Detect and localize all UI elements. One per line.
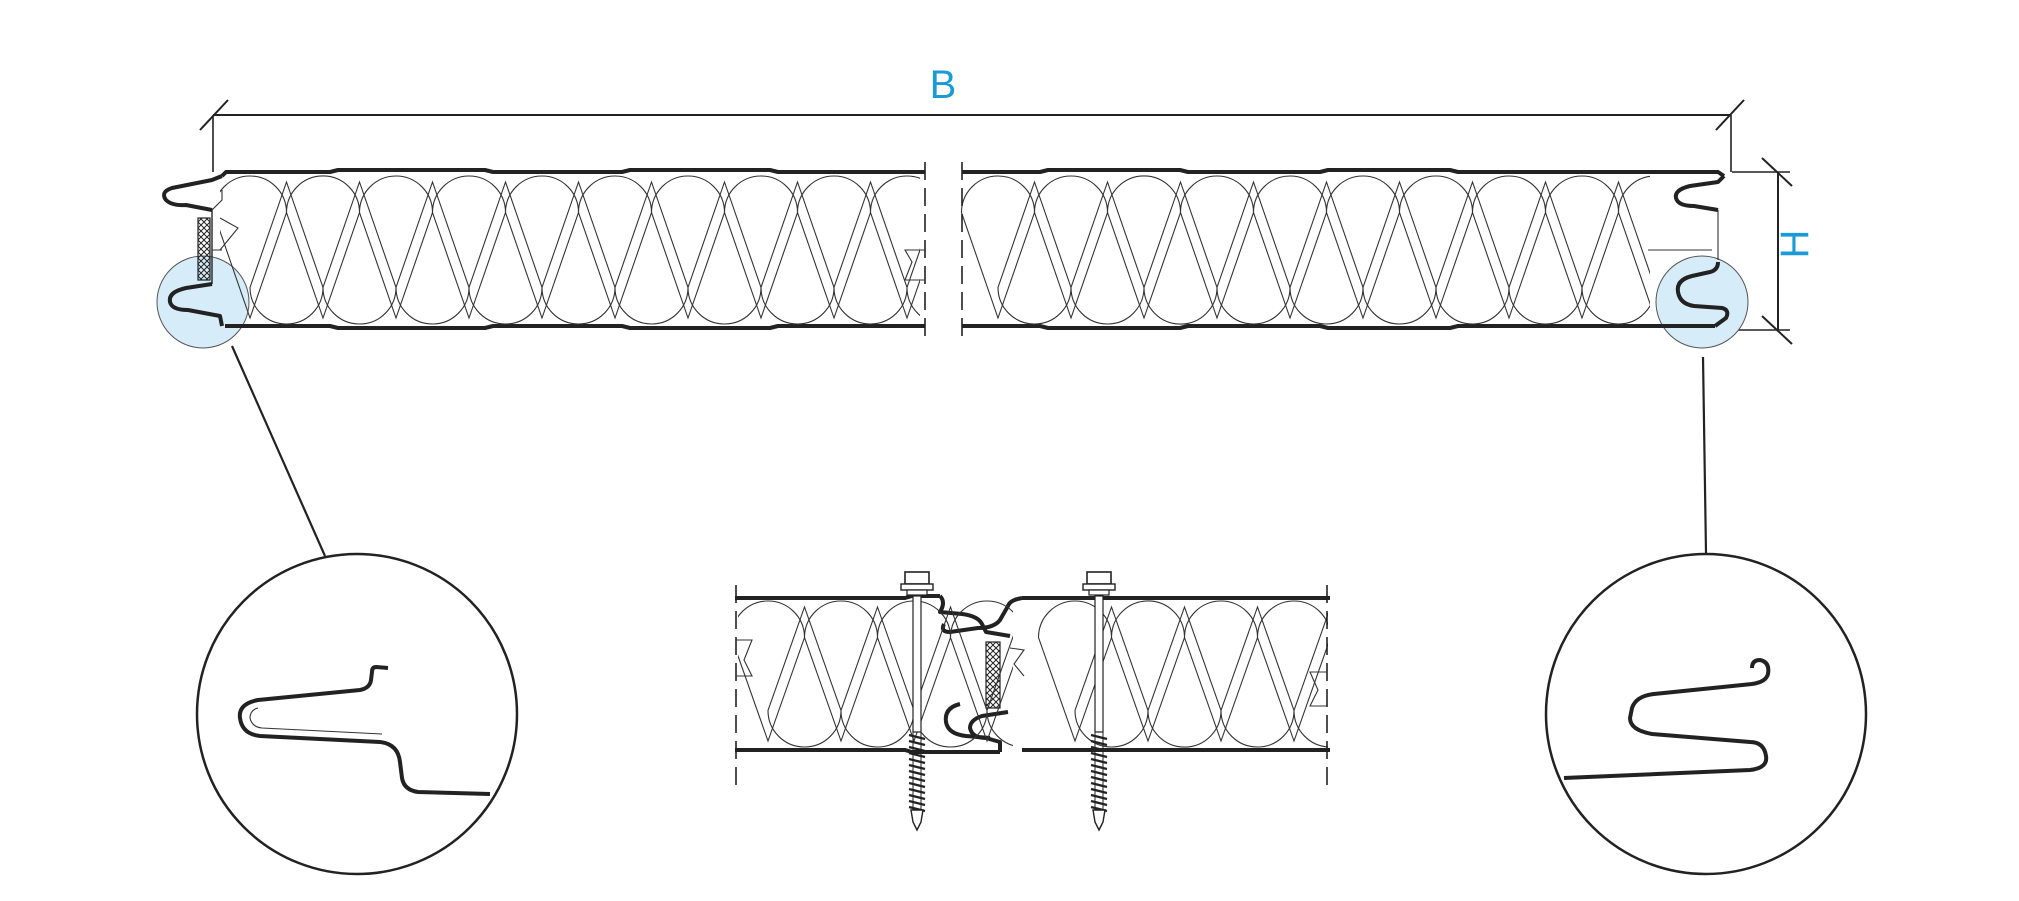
left-leader-line [230, 345, 327, 557]
panel-cross-section [156, 162, 1749, 349]
screw-left [900, 571, 934, 832]
insulation-left [220, 175, 920, 325]
height-label-h: H [1773, 230, 1817, 259]
left-seal-hatch [197, 217, 211, 281]
right-joint-detail [1544, 552, 1868, 876]
width-label-b: B [930, 63, 957, 107]
right-leader-line [1701, 356, 1708, 554]
width-dimension: B [199, 63, 1745, 172]
screw-right [1082, 571, 1116, 832]
right-detail-highlight [1655, 255, 1749, 349]
insulation-right [960, 175, 1650, 325]
left-joint-detail [195, 552, 519, 876]
height-dimension: H [1732, 157, 1817, 345]
joint-seal-hatch [985, 641, 1001, 709]
panel-joint-with-screws [735, 571, 1330, 832]
